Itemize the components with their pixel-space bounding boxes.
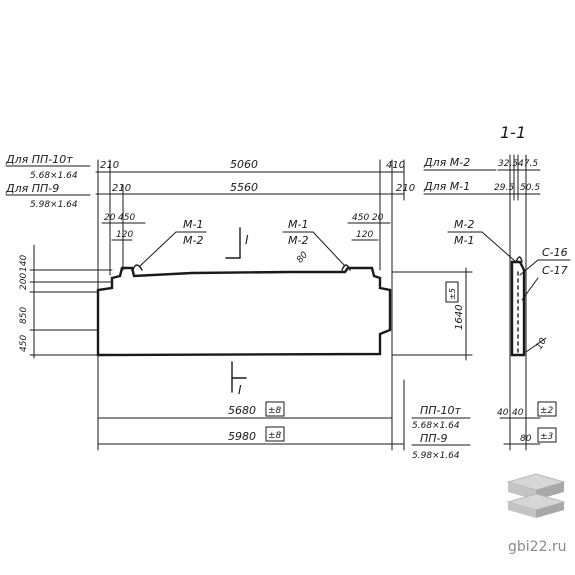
dim-left-450: 450 [118, 213, 135, 223]
tolerance-box [537, 401, 557, 417]
leader-line [312, 231, 346, 267]
dim-top-center-b: 5560 [230, 181, 258, 194]
dim-v-140: 140 [19, 255, 29, 272]
panel-outline [96, 266, 392, 357]
tolerance-box [265, 401, 285, 417]
watermark-text: gbi22.ru [508, 539, 567, 555]
embedded-part-right [341, 264, 351, 271]
leader-line [521, 277, 539, 301]
dim-side-10: 10 [535, 336, 550, 351]
dim-v-1640: 1640 [454, 305, 465, 330]
dim-bottom-5680: 5680 [228, 404, 256, 417]
label-m2-side: М-2 [454, 218, 474, 231]
dim-top-right-b: 210 [396, 183, 415, 194]
label-pp10t-bottom: ПП-10т [420, 404, 462, 417]
label-pp10t-bottom-dims: 5.68×1.64 [412, 421, 460, 431]
label-for-pp9: Для ПП-9 [5, 182, 59, 195]
dim-bottom-5980: 5980 [228, 430, 256, 443]
tolerance-box [445, 281, 459, 303]
label-pp9-bottom-dims: 5.98×1.64 [412, 451, 460, 461]
tol-8a: ±8 [268, 406, 282, 416]
tol-2: ±2 [540, 406, 554, 416]
label-pp10t-dims: 5.68×1.64 [30, 171, 78, 181]
dim-right-120: 120 [356, 230, 373, 240]
dim-v-200: 200 [19, 273, 29, 290]
label-pp9-bottom: ПП-9 [420, 432, 448, 445]
tolerance-box [537, 427, 557, 443]
embedded-part-left [132, 264, 143, 271]
section-mark-top: I [245, 233, 249, 247]
dim-m1-29-5: 29.5 [494, 183, 514, 193]
label-m1-left: М-1 [183, 218, 203, 231]
dim-right-450: 450 [352, 213, 369, 223]
dim-line [525, 337, 547, 353]
dim-left-20: 20 [104, 213, 116, 223]
leader-line [519, 259, 539, 276]
section-title: 1-1 [500, 123, 526, 142]
dim-m2-32-5: 32.5 [498, 159, 518, 169]
dim-v-850: 850 [19, 307, 29, 324]
dim-side-40b: 40 [512, 408, 524, 418]
label-c17: С-17 [542, 264, 568, 277]
section-profile [510, 260, 526, 357]
tolerance-box [265, 426, 285, 442]
label-m2-left: М-2 [183, 234, 203, 247]
dim-m2-47-5: 47.5 [518, 159, 538, 169]
label-m1-right: М-1 [288, 218, 308, 231]
label-for-pp10t: Для ПП-10т [5, 153, 73, 166]
leader-line [139, 231, 177, 267]
dim-side-40a: 40 [497, 408, 509, 418]
dim-top-right-a: 410 [386, 160, 405, 171]
label-m2-right: М-2 [288, 234, 308, 247]
dim-right-20: 20 [372, 213, 384, 223]
label-m1-side: М-1 [454, 234, 474, 247]
label-c16: С-16 [542, 246, 568, 259]
layers-logo-icon [506, 473, 566, 518]
section-embedded-part [515, 256, 523, 263]
dim-top-center-a: 5060 [230, 158, 258, 171]
label-for-m2: Для М-2 [423, 156, 470, 169]
dim-side-80: 80 [520, 434, 532, 444]
tol-8b: ±8 [268, 431, 282, 441]
dim-v-450: 450 [19, 335, 29, 352]
dim-left-120: 120 [116, 230, 133, 240]
dim-80-diag: 80 [295, 250, 310, 265]
label-for-m1: Для М-1 [423, 180, 470, 193]
leader-line [481, 231, 517, 263]
label-pp9-dims: 5.98×1.64 [30, 200, 78, 210]
dim-top-left-b: 210 [112, 183, 131, 194]
tol-5: ±5 [448, 288, 457, 300]
tol-3: ±3 [540, 432, 554, 442]
dim-m1-50-5: 50.5 [520, 183, 540, 193]
section-mark-bottom: I [238, 383, 242, 397]
